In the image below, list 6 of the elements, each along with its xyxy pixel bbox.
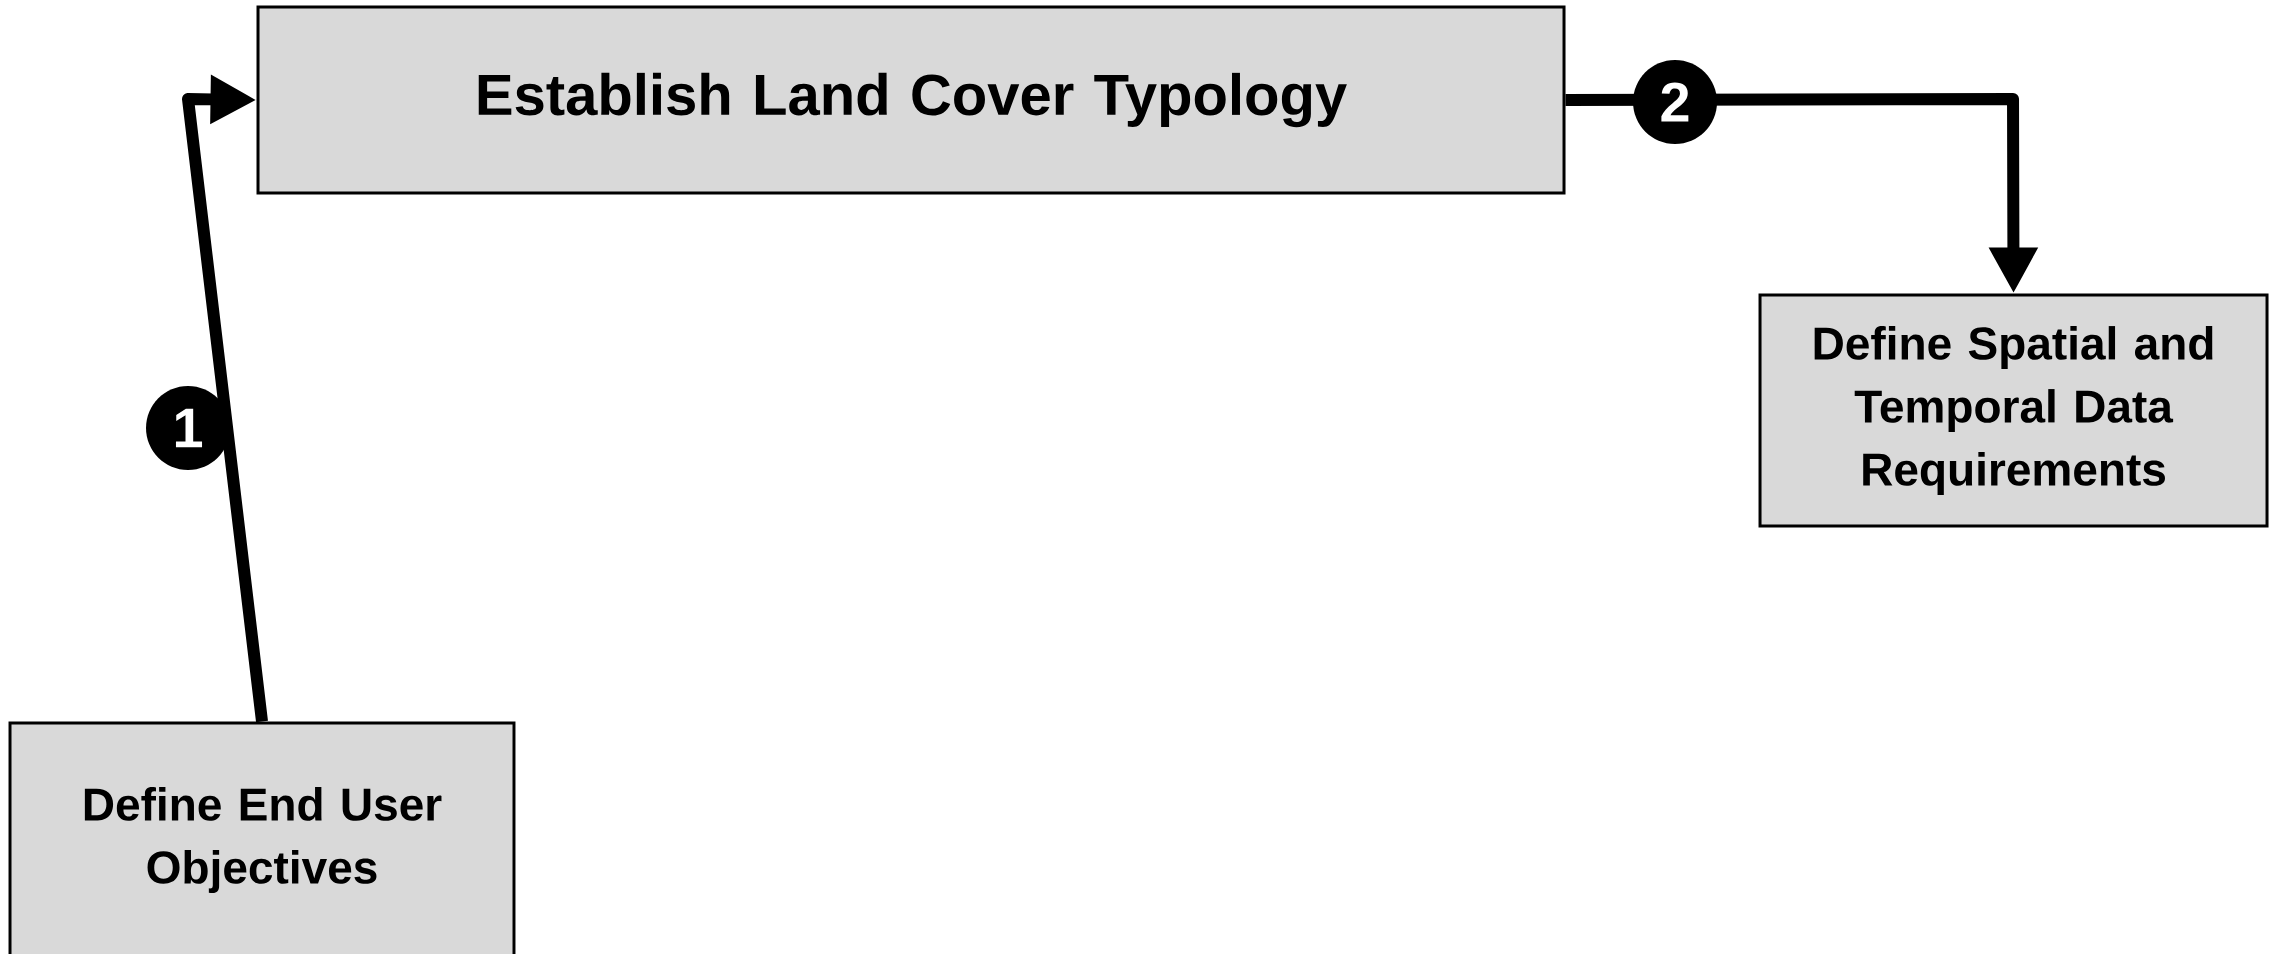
callout-number: 2 [1633,60,1717,144]
arrow [182,74,268,723]
process-box: Define Spatial and Temporal Data Requirements [1758,293,2269,528]
process-box: Define End User Objectives [8,721,516,954]
callout-number: 1 [146,386,230,470]
process-box: Establish Land Cover Typology [256,5,1566,195]
